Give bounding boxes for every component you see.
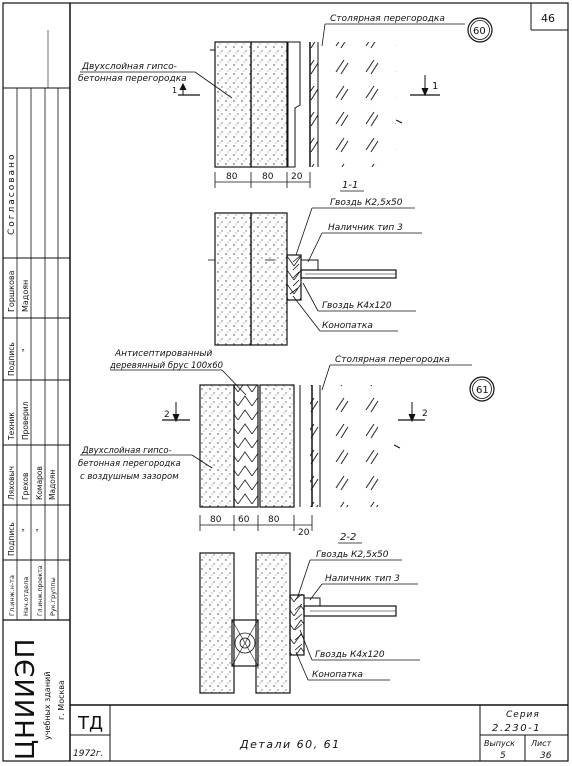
org-subtitle: учебных зданий: [43, 672, 52, 740]
section-2-2-caulk: Конопатка: [312, 670, 363, 680]
cut-2-right: 2: [422, 409, 428, 419]
name-1: Ляховыч: [7, 466, 16, 500]
head-4: Рук.группы: [49, 577, 57, 616]
page-number: 46: [541, 12, 555, 25]
detail-60-wall-label-2: бетонная перегородка: [78, 74, 187, 84]
head-2: Нач.отдела: [22, 577, 30, 616]
signer-top-2: Мадоян: [21, 280, 30, 312]
list-label: Лист: [530, 739, 552, 748]
list-value: 36: [540, 751, 552, 761]
title-block: ТД 1972г. Детали 60, 61 Серия 2.230-1 Вы…: [70, 704, 568, 761]
stamp-td: ТД: [77, 713, 103, 734]
detail-60-plan: 80 80 20 Двухслойная гипсо- бетонная пер…: [78, 14, 493, 188]
detail-61-partition-label: Столярная перегородка: [335, 355, 450, 365]
role-technician: Техник: [7, 412, 16, 441]
org-city: г. Москва: [57, 680, 66, 720]
detail-61-number: 61: [476, 385, 489, 396]
signature-mark-2: ": [21, 528, 30, 532]
head-3: Гл.инж.проекта: [37, 565, 44, 616]
dim-61-3: 80: [268, 515, 280, 525]
issue-value: 5: [500, 751, 506, 761]
signature-label-2: Подпись: [7, 522, 16, 556]
issue-label: Выпуск: [484, 739, 515, 748]
dim-61-2: 60: [238, 515, 250, 525]
section-2-2-casing: Наличник тип 3: [325, 574, 400, 584]
cut-2-left: 2: [164, 410, 170, 420]
dim-61-4: 20: [298, 528, 310, 538]
detail-60-number: 60: [473, 26, 486, 37]
role-checked: Проверил: [21, 401, 30, 440]
agreed-label: Согласовано: [7, 153, 17, 235]
section-2-2-title: 2-2: [340, 532, 356, 543]
section-1-1-casing: Наличник тип 3: [328, 223, 403, 233]
name-2: Грехов: [21, 473, 30, 500]
section-1-1: 1-1 Гвоздь К2,5х50 Наличник тип 3 Гвоздь…: [208, 180, 422, 346]
section-1-1-caulk: Конопатка: [322, 321, 373, 331]
name-4: Мадоян: [48, 470, 57, 500]
section-1-1-title: 1-1: [342, 180, 358, 191]
signature-mark-3: ": [35, 528, 44, 532]
dim-60-2: 80: [262, 172, 274, 182]
detail-61-wall-label-3: с воздушным зазором: [80, 472, 179, 482]
detail-61-wall-label-1: Двухслойная гипсо-: [81, 446, 172, 456]
signer-top-1: Горшкова: [7, 270, 16, 312]
sheet-title: Детали 60, 61: [239, 738, 341, 751]
page-number-box: 46: [530, 3, 568, 31]
name-3: Комаров: [35, 466, 44, 500]
detail-61-beam-label-1: Антисептированный: [114, 349, 213, 359]
year: 1972г.: [73, 749, 104, 759]
dim-60-1: 80: [226, 172, 238, 182]
series-label: Серия: [506, 710, 540, 720]
section-2-2: 2-2 Гвоздь К2,5х50 Наличник тип 3 Гвоздь…: [199, 532, 420, 694]
org-name: ЦНИИЭП: [11, 638, 41, 760]
dim-61-1: 80: [210, 515, 222, 525]
head-1: Гл.инж.н-та: [8, 575, 16, 616]
signature-label-1: Подпись: [7, 342, 16, 376]
detail-61-wall-label-2: бетонная перегородка: [78, 459, 181, 469]
cut-1-right: 1: [432, 81, 438, 92]
cut-1-left: 1: [172, 86, 177, 95]
section-2-2-nail-top: Гвоздь К2,5х50: [316, 550, 389, 560]
detail-60-partition-label: Столярная перегородка: [330, 14, 445, 24]
detail-60-wall-label-1: Двухслойная гипсо-: [81, 62, 177, 72]
section-1-1-nail-bottom: Гвоздь К4х120: [322, 301, 392, 311]
dim-60-3: 20: [291, 172, 303, 182]
section-2-2-nail-bottom: Гвоздь К4х120: [315, 650, 385, 660]
section-1-1-nail-top: Гвоздь К2,5х50: [330, 198, 403, 208]
series-value: 2.230-1: [492, 723, 541, 734]
signature-mark-1: ": [21, 348, 30, 352]
sidebar: Согласовано Горшкова Мадоян Подпись " Те…: [3, 30, 70, 760]
detail-61-plan: 80 60 80 20 Антисептированный деревянный…: [78, 349, 495, 538]
detail-61-beam-label-2: деревянный брус 100х60: [109, 361, 223, 371]
